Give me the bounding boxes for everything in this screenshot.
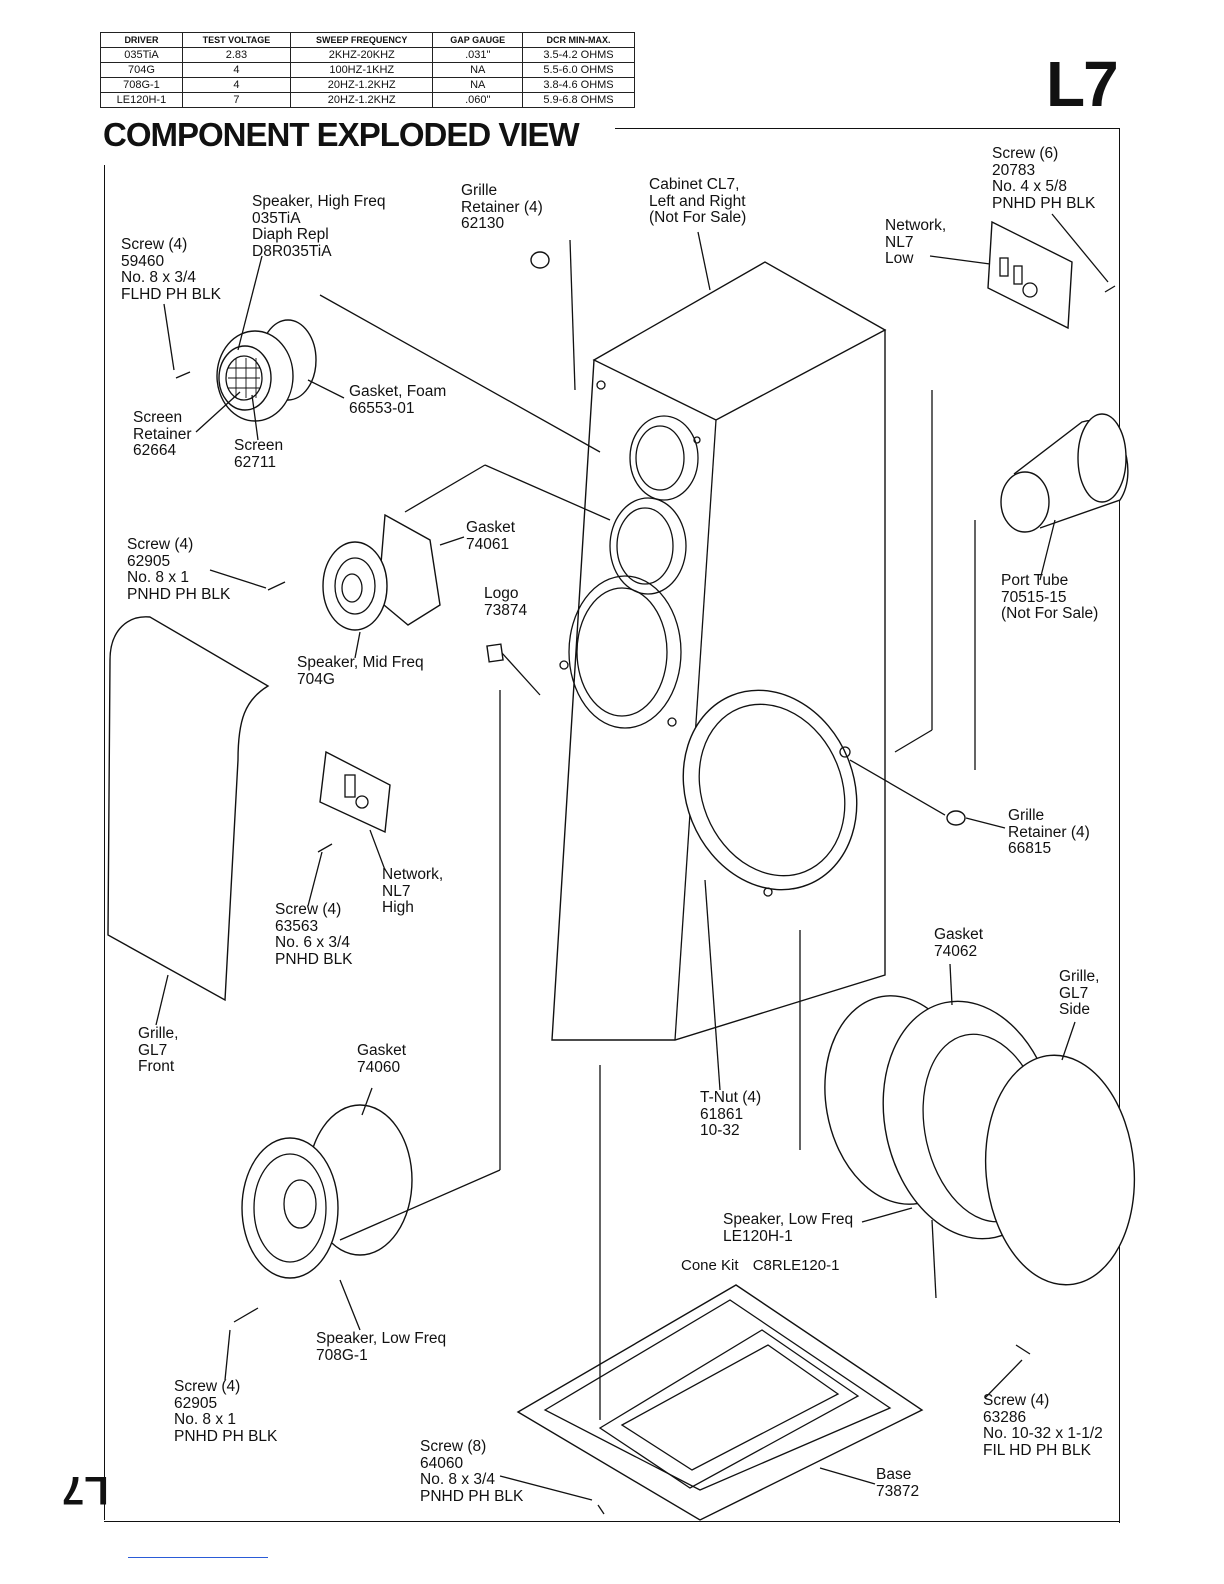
label-logo: Logo 73874 xyxy=(484,585,528,619)
table-cell: 20HZ-1.2KHZ xyxy=(290,92,434,108)
page-title: COMPONENT EXPLODED VIEW xyxy=(103,116,580,153)
table-cell: 7 xyxy=(181,92,292,108)
table-row: LE120H-1 7 20HZ-1.2KHZ .060" 5.9-6.8 OHM… xyxy=(100,92,635,108)
label-gasket-74062: Gasket 74062 xyxy=(934,926,984,960)
front-grille xyxy=(107,616,270,1026)
low-driver-708g xyxy=(233,690,501,1323)
port-tube xyxy=(1000,413,1129,533)
table-cell: NA xyxy=(432,77,523,93)
label-grille-retainer-66815: Grille Retainer (4) 66815 xyxy=(1008,807,1090,857)
label-screw-64060: Screw (8) 64060 No. 8 x 3/4 PNHD PH BLK xyxy=(420,1438,524,1505)
network-high-board xyxy=(317,750,391,853)
network-low-board xyxy=(987,220,1116,330)
table-cell: 3.8-4.6 OHMS xyxy=(522,77,635,93)
frame-top-rule xyxy=(615,128,1120,129)
model-number: L7 xyxy=(1046,48,1119,120)
label-grille-front: Grille, GL7 Front xyxy=(138,1025,179,1075)
table-cell: 100HZ-1KHZ xyxy=(290,62,434,78)
cone-kit-part: C8RLE120-1 xyxy=(752,1257,840,1274)
table-cell: 20HZ-1.2KHZ xyxy=(290,77,434,93)
table-cell: 5.5-6.0 OHMS xyxy=(522,62,635,78)
logo-badge xyxy=(486,643,504,663)
label-screw-62905-b: Screw (4) 62905 No. 8 x 1 PNHD PH BLK xyxy=(174,1378,278,1445)
cone-kit: Cone Kit C8RLE120-1 xyxy=(681,1257,849,1274)
frame-right-rule xyxy=(1119,128,1120,1523)
label-screw-63563: Screw (4) 63563 No. 6 x 3/4 PNHD BLK xyxy=(275,901,353,968)
frame-bottom-rule xyxy=(104,1521,1120,1522)
cabinet xyxy=(551,261,887,1041)
label-gasket-74061: Gasket 74061 xyxy=(466,519,516,553)
tweeter-assembly xyxy=(175,294,601,453)
label-hf-speaker: Speaker, High Freq 035TiA Diaph Repl D8R… xyxy=(252,193,386,260)
label-screw-62905-a: Screw (4) 62905 No. 8 x 1 PNHD PH BLK xyxy=(127,536,231,603)
grille-retainer-62130 xyxy=(530,251,550,269)
label-grille-side: Grille, GL7 Side xyxy=(1059,968,1100,1018)
footer-link-underline xyxy=(128,1557,268,1558)
label-screw-63286: Screw (4) 63286 No. 10-32 x 1-1/2 FIL HD… xyxy=(983,1392,1103,1459)
frame-left-rule xyxy=(104,165,105,1520)
label-gasket-foam: Gasket, Foam 66553-01 xyxy=(349,383,447,417)
leader-lines xyxy=(163,213,1109,1501)
label-low-speaker-708g: Speaker, Low Freq 708G-1 xyxy=(316,1330,447,1364)
table-cell: 3.5-4.2 OHMS xyxy=(522,47,635,63)
label-screw-20783: Screw (6) 20783 No. 4 x 5/8 PNHD PH BLK xyxy=(992,145,1096,212)
label-screw-59460: Screw (4) 59460 No. 8 x 3/4 FLHD PH BLK xyxy=(121,236,221,303)
label-screen-retainer: Screen Retainer 62664 xyxy=(133,409,192,459)
label-network-high: Network, NL7 High xyxy=(382,866,444,916)
label-mid-speaker: Speaker, Mid Freq 704G xyxy=(297,654,424,688)
table-cell: 5.9-6.8 OHMS xyxy=(522,92,635,108)
woofer-ring xyxy=(682,689,858,897)
table-cell: .060" xyxy=(432,92,523,108)
label-grille-retainer-62130: Grille Retainer (4) 62130 xyxy=(461,182,543,232)
grille-retainer-66815 xyxy=(946,810,966,826)
label-cabinet: Cabinet CL7, Left and Right (Not For Sal… xyxy=(649,176,747,226)
table-cell: 708G-1 xyxy=(100,77,183,93)
table-cell: LE120H-1 xyxy=(100,92,183,108)
label-low-speaker-le120: Speaker, Low Freq LE120H-1 xyxy=(723,1211,854,1245)
mid-driver-assembly xyxy=(267,464,611,631)
label-base: Base 73872 xyxy=(876,1466,920,1500)
base-plate xyxy=(516,1065,924,1521)
low-driver-le120 xyxy=(824,995,1136,1355)
table-row: 708G-1 4 20HZ-1.2KHZ NA 3.8-4.6 OHMS xyxy=(100,77,635,93)
spec-header-row: DRIVER TEST VOLTAGE SWEEP FREQUENCY GAP … xyxy=(100,32,635,48)
label-screen: Screen 62711 xyxy=(234,437,284,471)
label-tnut: T-Nut (4) 61861 10-32 xyxy=(700,1089,762,1139)
cone-kit-label: Cone Kit xyxy=(681,1257,739,1274)
label-network-low: Network, NL7 Low xyxy=(885,217,947,267)
label-port-tube: Port Tube 70515-15 (Not For Sale) xyxy=(1001,572,1099,622)
spec-table: DRIVER TEST VOLTAGE SWEEP FREQUENCY GAP … xyxy=(100,32,635,108)
label-gasket-74060: Gasket 74060 xyxy=(357,1042,407,1076)
